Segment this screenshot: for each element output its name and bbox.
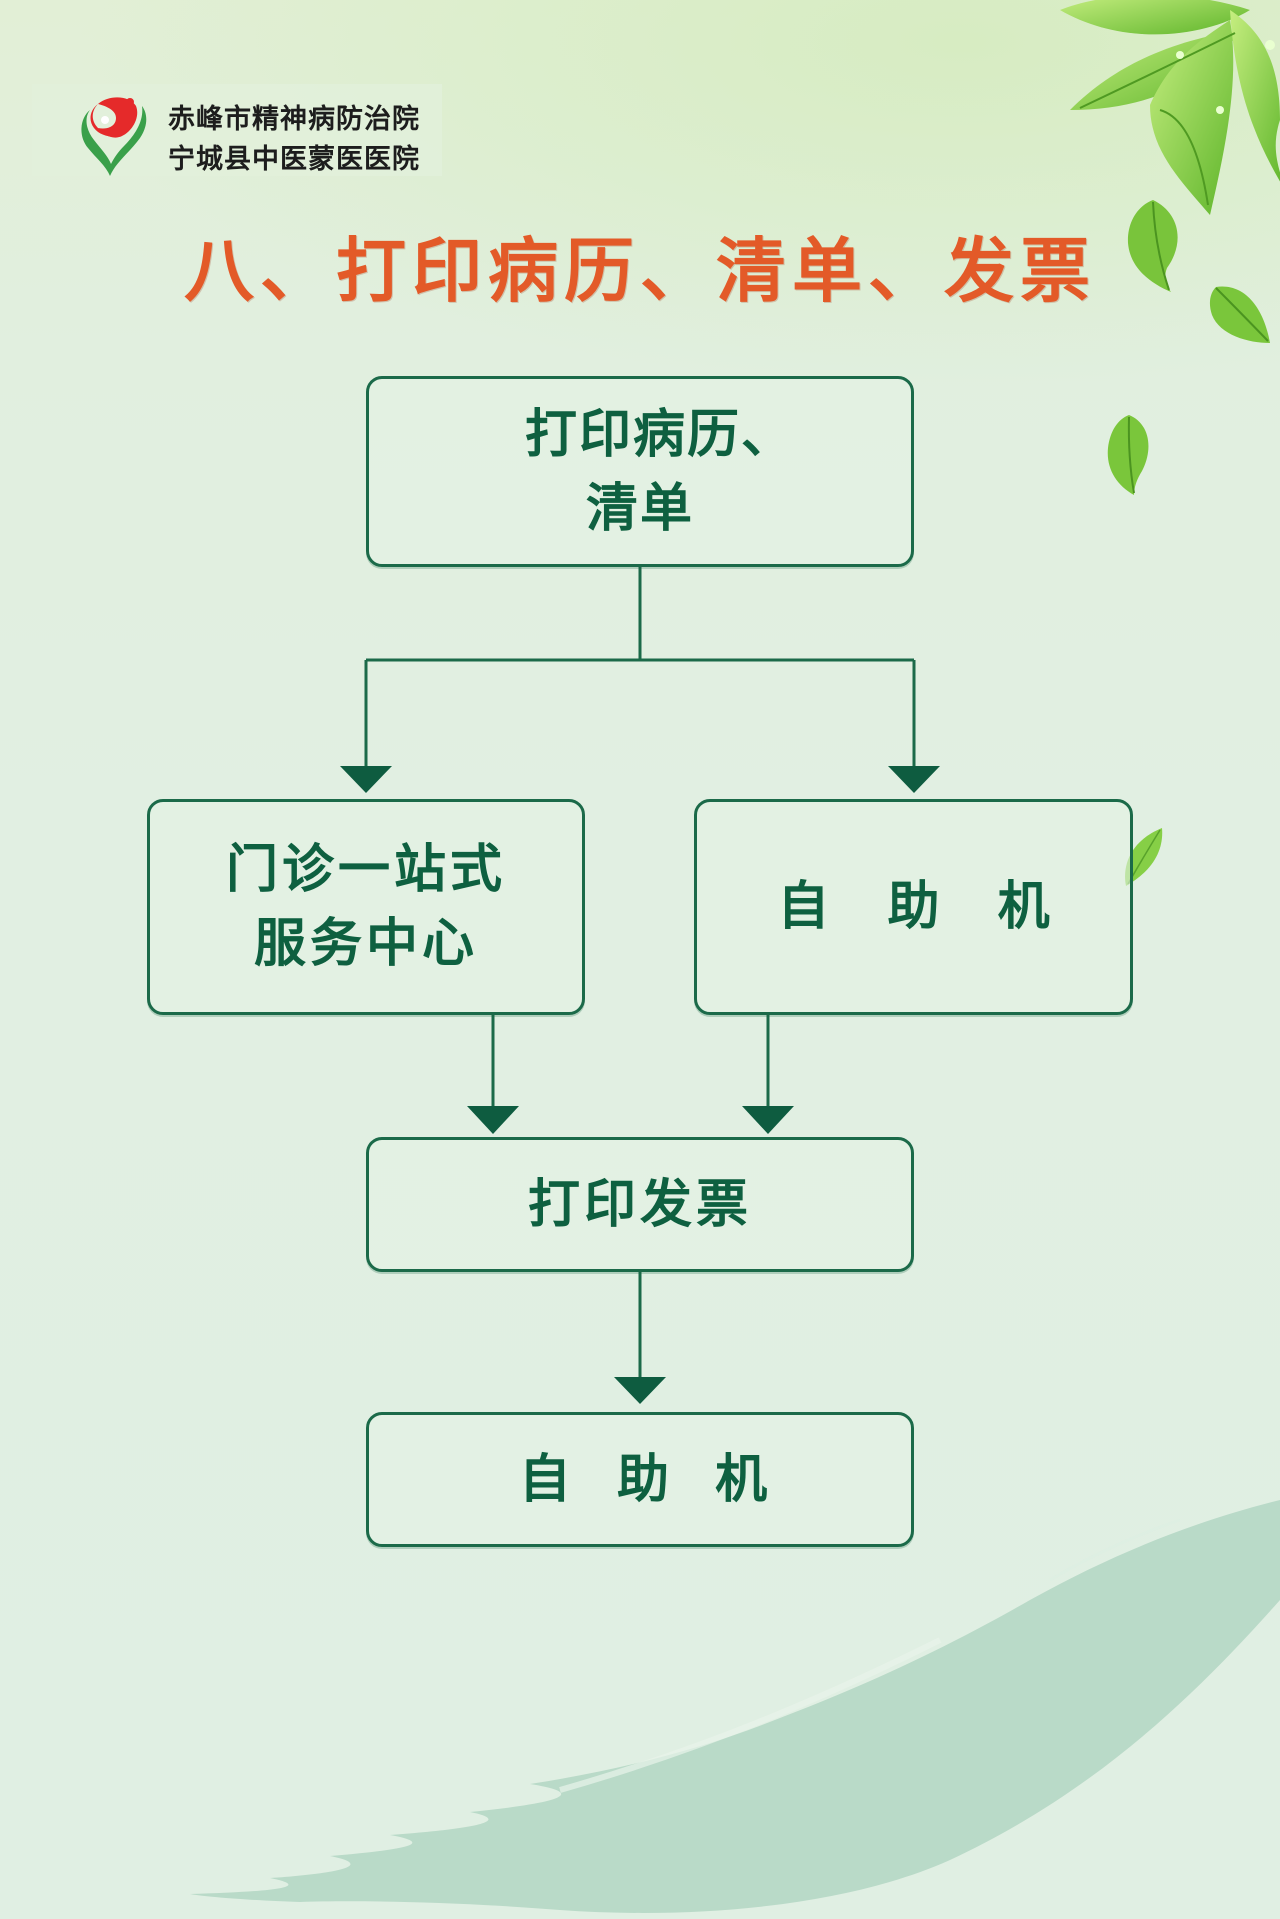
node-label-line: 服务中心	[253, 914, 478, 974]
node-label-line: 自 助 机	[518, 1449, 782, 1510]
hospital-names: 赤峰市精神病防治院 宁城县中医蒙医医院	[168, 100, 420, 180]
node-self-service-1: 自 助 机	[694, 799, 1133, 1015]
node-label: 自 助 机	[757, 870, 1069, 944]
leaf-cluster-icon	[1060, 0, 1280, 215]
arrow-head-icon	[467, 1106, 519, 1134]
green-leaf-icon	[1209, 286, 1270, 343]
node-label-line: 打印发票	[527, 1174, 752, 1235]
node-label-line: 清单	[585, 478, 694, 539]
arrow-head-icon	[340, 766, 392, 793]
background-glow	[0, 0, 1280, 420]
hospital-name-2: 宁城县中医蒙医医院	[168, 144, 420, 175]
node-label-line: 门诊一站式	[225, 840, 506, 900]
green-leaf-icon	[1107, 415, 1149, 495]
node-label: 门诊一站式 服务中心	[226, 833, 506, 981]
node-print-invoice: 打印发票	[366, 1137, 914, 1272]
page-title: 八、打印病历、清单、发票	[184, 230, 1096, 312]
node-label: 打印病历、 清单	[485, 398, 795, 546]
node-label-line: 打印病历、	[524, 404, 795, 465]
node-label-line: 自 助 机	[777, 877, 1070, 937]
arrow-head-icon	[888, 766, 940, 793]
node-label: 打印发票	[528, 1168, 752, 1242]
node-self-service-2: 自 助 机	[366, 1412, 914, 1547]
brush-stroke-decoration	[190, 1500, 1280, 1913]
hospital-name-1: 赤峰市精神病防治院	[168, 104, 420, 135]
node-outpatient-center: 门诊一站式 服务中心	[147, 799, 585, 1015]
heart-taiji-logo-icon	[81, 97, 147, 176]
arrow-head-icon	[742, 1106, 794, 1134]
green-leaf-icon	[1127, 200, 1178, 292]
node-print-records: 打印病历、 清单	[366, 376, 914, 567]
node-label: 自 助 机	[499, 1443, 781, 1517]
arrow-head-icon	[614, 1377, 666, 1404]
